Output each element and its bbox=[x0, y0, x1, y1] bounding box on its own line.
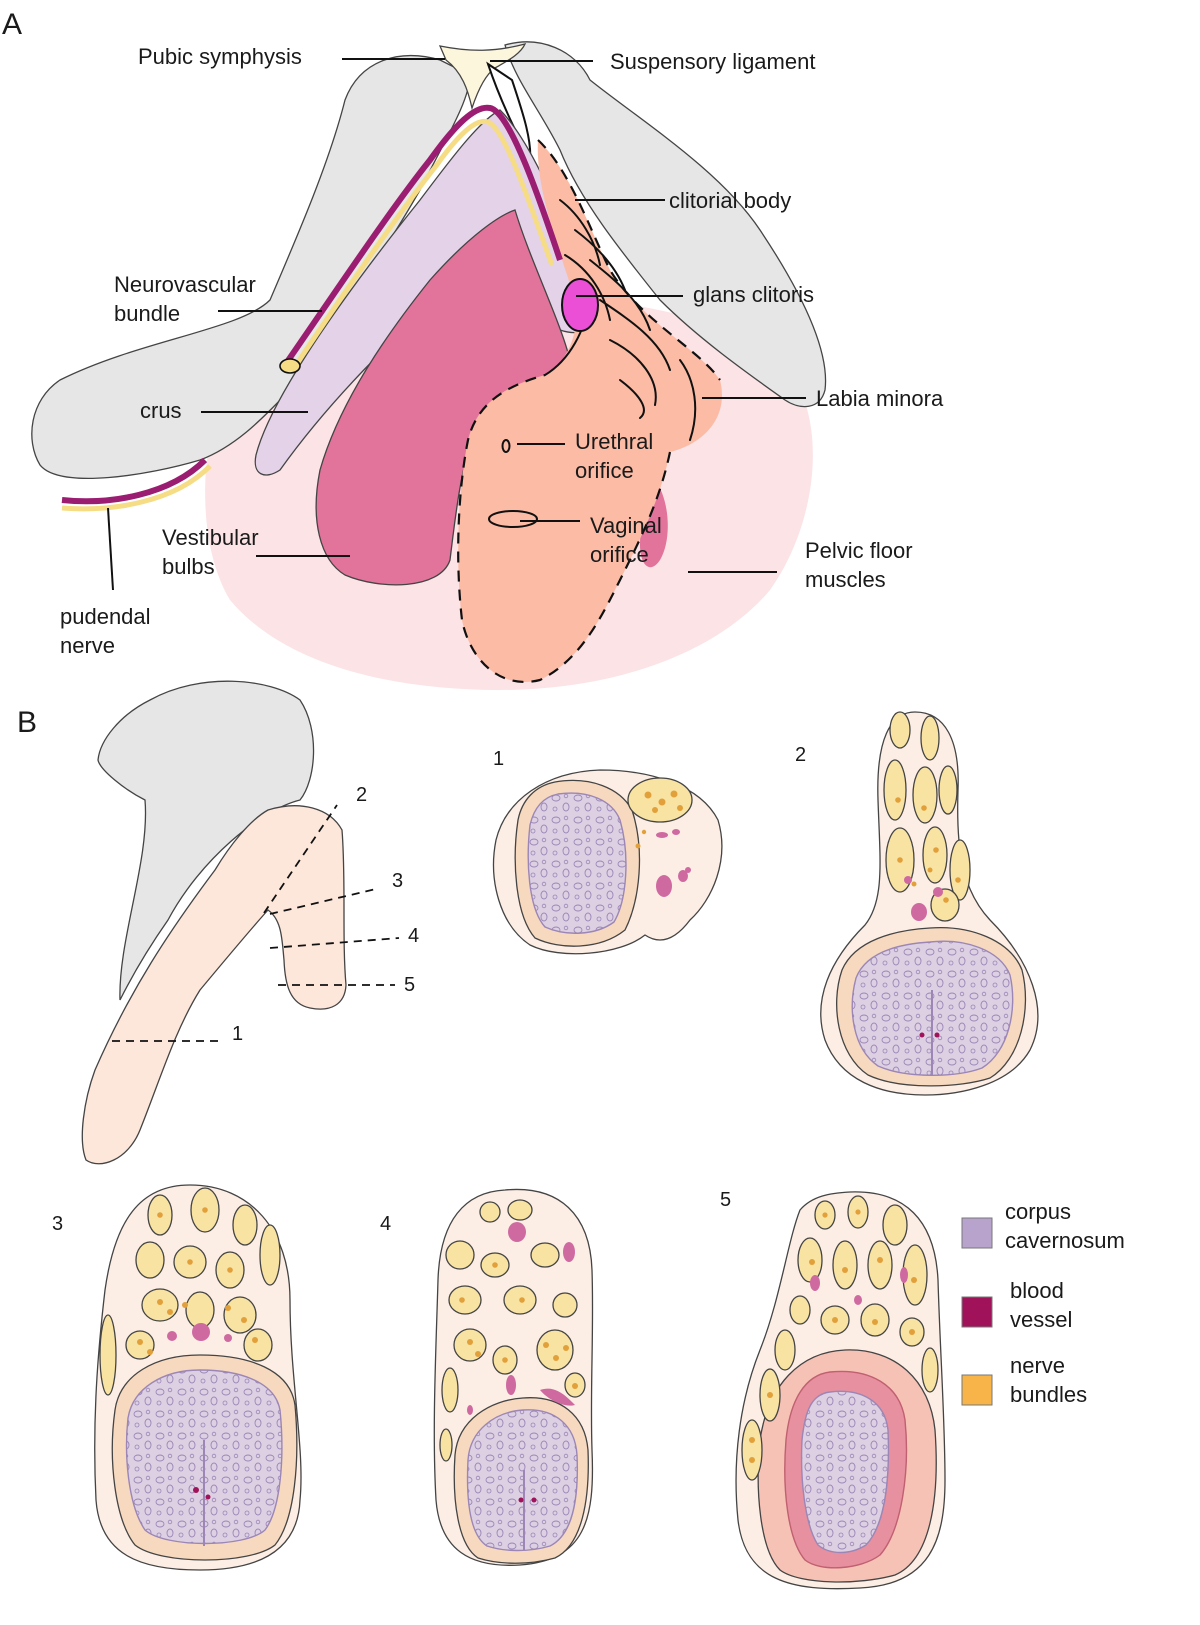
label-crus: crus bbox=[140, 398, 182, 423]
label-vaginal-orifice-line1: Vaginal bbox=[590, 513, 662, 538]
cross-section-3: 3 bbox=[52, 1184, 302, 1571]
label-urethral-orifice-line1: Urethral bbox=[575, 429, 653, 454]
section-5-cavernosum bbox=[800, 1390, 890, 1554]
section-1-nerve-bundles bbox=[627, 777, 693, 849]
label-suspensory-ligament: Suspensory ligament bbox=[610, 49, 815, 74]
vaginal-orifice bbox=[488, 510, 538, 528]
cut-label-3: 3 bbox=[392, 870, 403, 892]
label-vestibular-bulbs-line2: bulbs bbox=[162, 554, 215, 579]
legend-swatch-corpus-cavernosum bbox=[961, 1217, 993, 1249]
section-1-number: 1 bbox=[493, 748, 504, 770]
section-4-nerve-bundles bbox=[439, 1199, 586, 1462]
label-vestibular-bulbs-line1: Vestibular bbox=[162, 525, 259, 550]
legend-corpus-cavernosum-line2: cavernosum bbox=[1005, 1228, 1125, 1253]
label-pubic-symphysis: Pubic symphysis bbox=[138, 44, 302, 69]
pudendal-nerve-yellow bbox=[61, 464, 212, 512]
legend-nerve-bundles-line2: bundles bbox=[1010, 1382, 1087, 1407]
cut-label-5: 5 bbox=[404, 974, 415, 996]
section-4-cavernosum bbox=[466, 1409, 579, 1552]
label-glans-clitoris: glans clitoris bbox=[693, 282, 814, 307]
glans-clitoris bbox=[561, 278, 599, 332]
panel-a-leader-lines bbox=[107, 58, 806, 591]
legend-swatch-blood-vessel bbox=[961, 1296, 993, 1328]
cut-label-4: 4 bbox=[408, 925, 419, 947]
panel-b: B 2 3 4 5 1 1 bbox=[17, 680, 1125, 1590]
legend-blood-vessel-line2: vessel bbox=[1010, 1307, 1072, 1332]
panel-a: A bbox=[2, 8, 944, 690]
legend-swatch-nerve-bundles bbox=[961, 1374, 993, 1406]
label-pelvic-floor-line1: Pelvic floor bbox=[805, 538, 913, 563]
panel-a-letter: A bbox=[2, 8, 22, 41]
label-neurovascular-bundle-line2: bundle bbox=[114, 301, 180, 326]
section-1-cavernosum bbox=[527, 792, 627, 934]
section-5-blood-vessels bbox=[810, 1267, 908, 1305]
section-1-blood-vessels bbox=[656, 829, 691, 897]
cross-section-4: 4 bbox=[380, 1188, 594, 1566]
section-2-number: 2 bbox=[795, 744, 806, 766]
label-labia-minora: Labia minora bbox=[816, 386, 944, 411]
cut-label-2: 2 bbox=[356, 784, 367, 806]
label-pudendal-nerve-line1: pudendal bbox=[60, 604, 151, 629]
pudendal-nerve-purple bbox=[61, 457, 208, 505]
labia-minora-vestibule bbox=[458, 140, 722, 682]
urethral-orifice bbox=[501, 439, 511, 453]
section-3-blood-vessels bbox=[167, 1323, 232, 1500]
section-5-nerve-bundles bbox=[741, 1195, 939, 1481]
section-5-number: 5 bbox=[720, 1189, 731, 1211]
cross-section-1: 1 bbox=[493, 748, 723, 955]
section-4-number: 4 bbox=[380, 1213, 391, 1235]
section-cut-lines bbox=[112, 804, 400, 1042]
cut-label-1: 1 bbox=[232, 1023, 243, 1045]
section-3-number: 3 bbox=[52, 1213, 63, 1235]
cross-section-2: 2 bbox=[795, 711, 1039, 1096]
legend: corpus cavernosum blood vessel nerve bun… bbox=[961, 1199, 1125, 1407]
section-2-blood-vessels bbox=[904, 876, 943, 1038]
pubic-bone-right bbox=[504, 41, 827, 408]
panel-b-letter: B bbox=[17, 706, 37, 739]
label-vaginal-orifice-line2: orifice bbox=[590, 542, 649, 567]
side-view-pubic-bone bbox=[97, 680, 315, 1001]
labial-fold-lines bbox=[559, 199, 697, 441]
legend-blood-vessel-line1: blood bbox=[1010, 1278, 1064, 1303]
legend-nerve-bundles-line1: nerve bbox=[1010, 1353, 1065, 1378]
side-view-clitoris bbox=[81, 805, 347, 1165]
label-pelvic-floor-line2: muscles bbox=[805, 567, 886, 592]
label-pudendal-nerve-line2: nerve bbox=[60, 633, 115, 658]
neurovascular-bundle-purple bbox=[282, 104, 563, 367]
legend-corpus-cavernosum-line1: corpus bbox=[1005, 1199, 1071, 1224]
neurovascular-bundle-yellow bbox=[291, 118, 555, 370]
label-clitorial-body: clitorial body bbox=[669, 188, 791, 213]
section-4-blood-vessels bbox=[467, 1222, 575, 1503]
label-urethral-orifice-line2: orifice bbox=[575, 458, 634, 483]
label-neurovascular-bundle-line1: Neurovascular bbox=[114, 272, 256, 297]
section-2-nerve-bundles bbox=[883, 711, 971, 922]
cross-section-5: 5 bbox=[720, 1189, 946, 1590]
neurovascular-bundle-cut bbox=[279, 358, 301, 374]
section-3-nerve-bundles bbox=[99, 1187, 281, 1396]
vestibule-dashed-outline bbox=[457, 139, 721, 683]
